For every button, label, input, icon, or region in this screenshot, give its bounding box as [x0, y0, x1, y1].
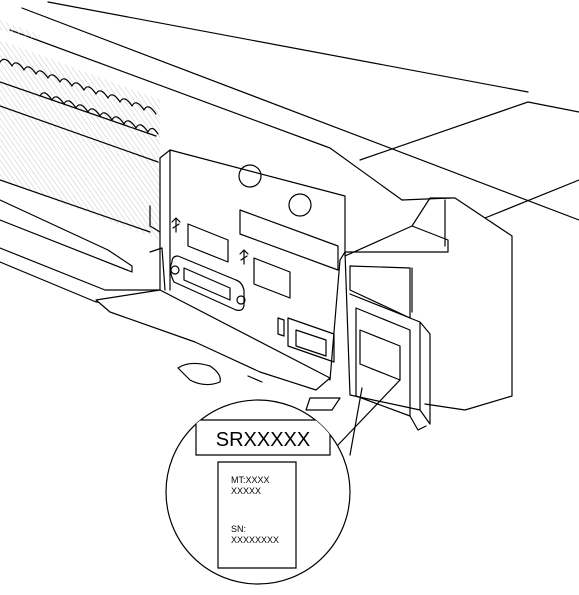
screw-hole — [238, 164, 262, 188]
usb-port-1 — [187, 223, 229, 263]
label-model: SRXXXXX — [216, 429, 310, 451]
zoom-callout: SRXXXXX MT:XXXX XXXXX SN: XXXXXXXX — [165, 399, 351, 585]
screw-hole — [288, 193, 312, 217]
drive-bay-row — [0, 58, 159, 163]
chassis-top — [9, 1, 579, 221]
front-bezel-hatched — [0, 20, 160, 240]
usb-icon — [171, 217, 181, 233]
usb-port-2 — [253, 257, 291, 299]
rack-handle — [344, 197, 513, 431]
pull-out-tab — [95, 289, 341, 411]
label-sn: SN: — [231, 524, 246, 534]
label-mt-value: XXXXX — [231, 486, 261, 496]
id-led-icon — [277, 317, 285, 337]
pull-out-label-tab — [359, 329, 401, 381]
io-panel — [149, 149, 346, 381]
callout-lines — [337, 379, 401, 456]
usb-icon — [239, 249, 249, 265]
label-mt: MT:XXXX — [231, 475, 270, 485]
label-sn-value: XXXXXXXX — [231, 535, 279, 545]
vga-port — [169, 255, 246, 311]
network-port — [287, 317, 335, 363]
